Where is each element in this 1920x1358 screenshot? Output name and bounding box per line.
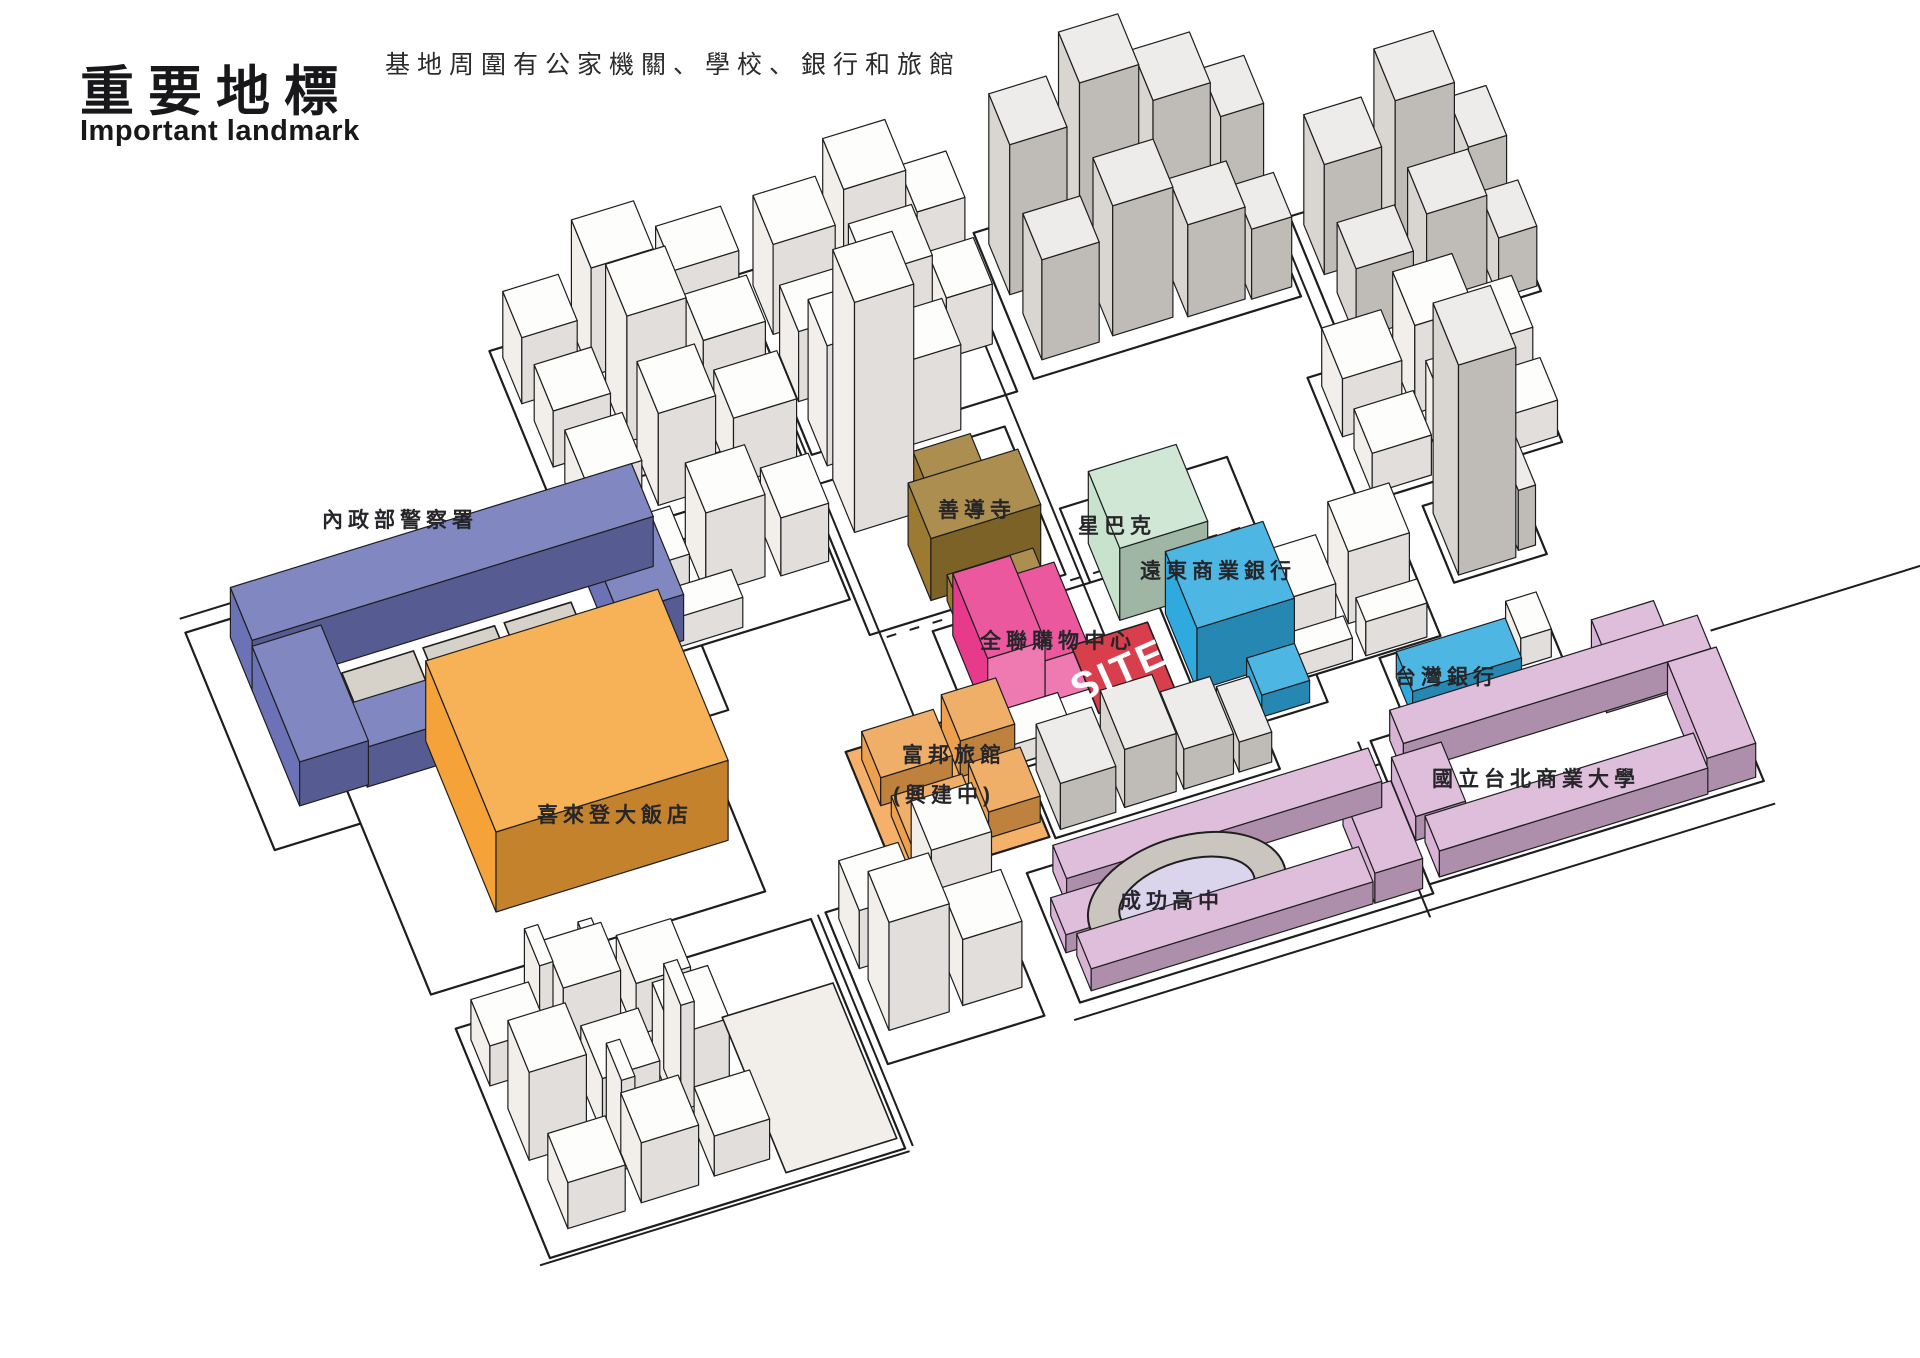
building [1406, 148, 1488, 215]
school-building [1052, 747, 1383, 880]
building [1099, 673, 1177, 751]
building [1187, 206, 1246, 318]
label-pxmart: 全聯購物中心 [979, 629, 1136, 653]
fareast-building [1164, 520, 1296, 629]
building [523, 923, 554, 967]
label-fubon-line2: (興建中) [893, 783, 995, 807]
police-building [251, 624, 369, 763]
building [1159, 675, 1235, 750]
building [1336, 204, 1415, 270]
school-building [1076, 846, 1374, 970]
fubon-building [861, 708, 953, 779]
building [570, 200, 654, 269]
building [1112, 186, 1174, 337]
fubon-building [940, 677, 1016, 742]
page-title-zh: 重要地標 [80, 62, 352, 122]
building [1353, 390, 1433, 454]
building [926, 237, 993, 299]
building [1373, 30, 1456, 102]
label-taiwanbank: 台灣銀行 [1395, 665, 1499, 689]
building [542, 921, 622, 989]
building [1057, 13, 1140, 84]
page-title-en: Important landmark [80, 115, 360, 147]
building [1457, 346, 1517, 576]
label-chenggong: 成功高中 [1120, 889, 1224, 913]
building [1303, 96, 1383, 166]
building [910, 781, 993, 851]
building [564, 411, 643, 479]
ntub-building [1424, 732, 1709, 852]
building [1092, 138, 1174, 207]
label-police: 內政部警察署 [322, 508, 478, 532]
shandao-building [907, 448, 1042, 540]
street-line [539, 1150, 910, 1267]
starbucks-building [1087, 443, 1209, 549]
building [1041, 241, 1100, 361]
header: 重要地標 Important landmark 基地周圍有公家機關、學校、銀行和… [80, 51, 961, 147]
label-fareast: 遠東商業銀行 [1140, 559, 1296, 583]
building [1517, 484, 1537, 552]
building [897, 150, 966, 213]
building [693, 1069, 771, 1137]
building [832, 230, 915, 303]
building [752, 175, 836, 245]
building [759, 452, 830, 519]
sheraton-building [425, 588, 729, 833]
street-line [1073, 802, 1776, 1022]
taiwanbank-building [1395, 617, 1523, 693]
building [1504, 591, 1552, 639]
building [683, 274, 767, 342]
building [822, 118, 907, 191]
building [1022, 195, 1100, 261]
building [507, 1002, 588, 1073]
page-subtitle: 基地周圍有公家機關、學校、銀行和旅館 [385, 51, 961, 79]
building [1478, 179, 1538, 239]
street-line [1710, 564, 1920, 632]
building [620, 1074, 700, 1144]
street-line [816, 914, 914, 1147]
building [867, 852, 950, 924]
building [1168, 160, 1246, 226]
label-shandao: 善導寺 [938, 498, 1016, 522]
building [713, 350, 798, 419]
building [1355, 578, 1428, 623]
building [1432, 284, 1517, 366]
building [888, 903, 950, 1032]
label-fubon-line1: 富邦旅館 [902, 743, 1006, 767]
city-geometry [179, 13, 1920, 1267]
building [1035, 706, 1117, 785]
building [1447, 84, 1508, 148]
building [853, 283, 915, 534]
building [604, 245, 687, 317]
building [684, 444, 766, 514]
building [502, 273, 578, 339]
building [940, 868, 1023, 941]
building [1200, 54, 1265, 118]
building [1321, 309, 1403, 380]
fareast-building [1245, 642, 1311, 696]
ntub-building [1666, 646, 1757, 759]
building [533, 346, 612, 412]
building [1327, 482, 1411, 553]
fubon-building [967, 746, 1041, 813]
pxmart-building [952, 555, 1046, 660]
building [1131, 31, 1211, 102]
building [988, 75, 1068, 146]
building [663, 958, 695, 1006]
police-building [229, 463, 654, 641]
building [636, 343, 717, 414]
building [547, 1115, 626, 1184]
label-sheraton: 喜來登大飯店 [537, 803, 693, 827]
ntub-building [1390, 741, 1467, 818]
label-ntub: 國立台北商業大學 [1432, 767, 1640, 791]
label-starbucks: 星巴克 [1078, 515, 1156, 538]
building [1215, 675, 1273, 743]
building [605, 1038, 636, 1081]
building [1250, 216, 1293, 300]
